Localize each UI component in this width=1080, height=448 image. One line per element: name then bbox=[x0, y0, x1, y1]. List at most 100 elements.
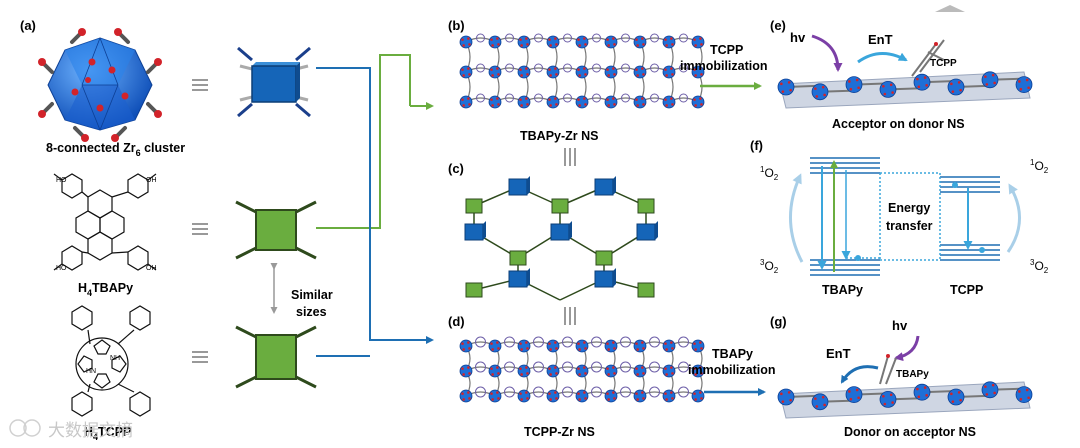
acceptor-on-donor-caption: Acceptor on donor NS bbox=[832, 117, 965, 131]
watermark-logo bbox=[9, 419, 41, 437]
zr-cluster-node bbox=[546, 364, 560, 378]
zr-cluster-node bbox=[633, 35, 647, 49]
hv-label-e: hv bbox=[790, 30, 806, 45]
tbapy-immob-line2: immobilization bbox=[688, 363, 776, 377]
zr-cluster-node bbox=[662, 364, 676, 378]
green-linker-node bbox=[595, 250, 613, 266]
panel-label-d: (d) bbox=[448, 314, 465, 329]
zr-cluster-node bbox=[604, 389, 618, 403]
tcpp-mol-label-e: TCPP bbox=[930, 58, 957, 69]
zr-cluster-node bbox=[1015, 386, 1033, 404]
zr-cluster-node bbox=[575, 389, 589, 403]
blue-cluster-node bbox=[594, 178, 614, 196]
nh-label: NH bbox=[110, 355, 120, 362]
tcpp-caption: H4TCPP bbox=[84, 425, 131, 442]
zr-cluster-node bbox=[575, 339, 589, 353]
top-triangle-mark bbox=[935, 5, 965, 12]
zr-cluster-node bbox=[459, 389, 473, 403]
panel-label-g: (g) bbox=[770, 314, 787, 329]
blue-node-symbol bbox=[237, 46, 311, 118]
zr-cluster-node bbox=[575, 95, 589, 109]
tbapy-level-label: TBAPy bbox=[822, 283, 863, 297]
zr-cluster-node bbox=[633, 364, 647, 378]
tcpp-molecule-e bbox=[911, 39, 945, 77]
zr-cluster-node bbox=[604, 35, 618, 49]
zr-cluster-node bbox=[546, 389, 560, 403]
zr-cluster-node bbox=[546, 65, 560, 79]
cooh-label: HO bbox=[56, 177, 67, 184]
ent-label-g: EnT bbox=[826, 346, 851, 361]
green-connector bbox=[316, 54, 434, 229]
zr-cluster-node bbox=[488, 339, 502, 353]
zr-cluster-node bbox=[981, 71, 999, 89]
ent-arrow-e bbox=[857, 52, 908, 64]
zr-cluster-node bbox=[575, 364, 589, 378]
zr-cluster-node bbox=[459, 364, 473, 378]
zr-cluster-node bbox=[517, 339, 531, 353]
zr-cluster-node bbox=[546, 95, 560, 109]
zr-cluster-node bbox=[845, 76, 863, 93]
hv-label-g: hv bbox=[892, 318, 908, 333]
zr-cluster-node bbox=[662, 339, 676, 353]
panel-label-c: (c) bbox=[448, 161, 464, 176]
zr-cluster-node bbox=[662, 389, 676, 403]
zr-cluster-node bbox=[517, 389, 531, 403]
acceptor-on-donor-sheet bbox=[777, 71, 1033, 109]
tbapy-structure bbox=[53, 173, 157, 271]
blue-cluster-node bbox=[550, 223, 570, 241]
zr-cluster-node bbox=[488, 95, 502, 109]
zr-cluster-node bbox=[459, 35, 473, 49]
green-linker-node bbox=[465, 282, 483, 298]
tbapy-zr-ns-caption: TBAPy-Zr NS bbox=[520, 129, 598, 143]
energy-transfer-line2: transfer bbox=[886, 219, 933, 233]
equivalent-sign-2 bbox=[192, 223, 208, 235]
zr-cluster-node bbox=[879, 81, 897, 98]
panel-label-b: (b) bbox=[448, 18, 465, 33]
zr-cluster-node bbox=[1015, 76, 1033, 93]
panel-label-a: (a) bbox=[20, 18, 36, 33]
zr-cluster-node bbox=[691, 35, 705, 49]
zr-cluster-node bbox=[488, 35, 502, 49]
tbapy-mol-label-g: TBAPy bbox=[896, 369, 929, 380]
zr-cluster-node bbox=[575, 35, 589, 49]
cooh-label: HO bbox=[56, 265, 67, 272]
hv-arrow-g bbox=[894, 335, 920, 362]
zr-cluster-node bbox=[777, 78, 795, 96]
zr-cluster-node bbox=[981, 381, 999, 399]
donor-on-acceptor-sheet bbox=[777, 381, 1033, 419]
zr-cluster-node bbox=[575, 65, 589, 79]
zr-cluster-node bbox=[604, 95, 618, 109]
green-linker-node bbox=[637, 282, 655, 298]
equivalent-sign-3 bbox=[192, 351, 208, 363]
zr-cluster-node bbox=[633, 95, 647, 109]
equals-c-d bbox=[564, 307, 576, 325]
cooh-label: OH bbox=[146, 265, 157, 272]
zr-cluster-node bbox=[811, 83, 829, 101]
tbapy-immob-line1: TBAPy bbox=[712, 347, 753, 361]
green-linker-symbol bbox=[235, 200, 317, 260]
green-linker-node bbox=[509, 250, 527, 266]
ent-label-e: EnT bbox=[868, 32, 893, 47]
tcpp-immob-line2: immobilization bbox=[680, 59, 768, 73]
zr-cluster-node bbox=[811, 393, 829, 411]
zr-cluster-node bbox=[633, 65, 647, 79]
tcpp-zr-nanosheet bbox=[459, 336, 705, 403]
singlet-o2-right: 1O2 bbox=[1030, 158, 1049, 175]
zr-cluster-node bbox=[691, 95, 705, 109]
green-linker-node bbox=[551, 198, 569, 214]
zr-cluster-node bbox=[777, 388, 795, 406]
tcpp-level-label: TCPP bbox=[950, 283, 983, 297]
blue-cluster-node bbox=[636, 223, 656, 241]
zr-cluster-node bbox=[546, 35, 560, 49]
zr-cluster-node bbox=[691, 339, 705, 353]
zr6-cluster-caption: 8-connected Zr6 cluster bbox=[46, 141, 185, 158]
zr-cluster-node bbox=[604, 364, 618, 378]
tbapy-zr-nanosheet bbox=[459, 33, 705, 109]
similar-sizes-line1: Similar bbox=[291, 288, 333, 302]
zr-cluster-node bbox=[845, 386, 863, 404]
zr-cluster-node bbox=[633, 339, 647, 353]
zr-cluster-node bbox=[517, 95, 531, 109]
energy-diagram bbox=[789, 157, 1021, 276]
zr-cluster-node bbox=[459, 339, 473, 353]
ent-arrow-g bbox=[840, 365, 879, 384]
